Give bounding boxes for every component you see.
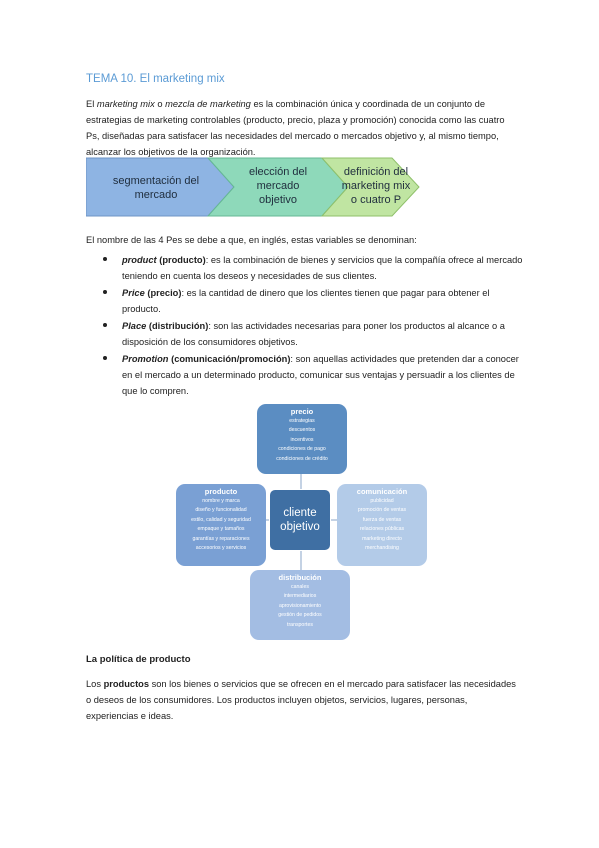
precio-item: descuentos: [288, 427, 316, 434]
center-line-2: objetivo: [280, 521, 320, 533]
producto-item: nombre y marca: [202, 498, 240, 504]
intro-paragraph: El marketing mix o mezcla de marketing e…: [86, 96, 518, 160]
distribucion-box: distribución canales intermediarios apro…: [250, 570, 350, 640]
chevron-eleccion: elección del mercado objetivo: [206, 157, 349, 217]
chevron-3-line2: marketing mix: [342, 180, 411, 192]
bullet-icon: [103, 290, 107, 294]
process-chevrons: segmentación del mercado elección del me…: [86, 157, 420, 217]
intro-text-2: o: [154, 99, 166, 109]
chevron-2-line3: objetivo: [259, 194, 297, 206]
chevron-1-line1: segmentación del: [113, 175, 199, 187]
term-price-es: precio: [150, 288, 179, 298]
comunicacion-item: promoción de ventas: [357, 507, 407, 514]
term-promotion: Promotion: [122, 354, 169, 364]
precio-title: precio: [290, 407, 314, 416]
desc-product: : es la combinación de bienes y servicio…: [122, 255, 523, 281]
term-promotion-es: comunicación/promoción: [174, 354, 288, 364]
precio-item: condiciones de pago: [278, 446, 326, 453]
precio-item: condiciones de crédito: [276, 455, 328, 462]
bullet-icon: [103, 257, 107, 261]
desc-promotion: : son aquellas actividades que pretenden…: [122, 354, 519, 396]
comunicacion-item: marketing directo: [362, 535, 402, 542]
chevron-segmentacion: segmentación del mercado: [86, 157, 235, 217]
term-product-es: producto: [162, 255, 203, 265]
distribucion-item: aprovisionamiento: [278, 602, 322, 609]
page-title: TEMA 10. El marketing mix: [86, 73, 225, 85]
center-line-1: cliente: [283, 507, 317, 519]
chevron-1-shape: [86, 157, 235, 217]
distribucion-title: distribución: [278, 573, 322, 582]
producto-item: accesorios y servicios: [195, 545, 247, 552]
names-intro-paragraph: El nombre de las 4 Pes se debe a que, en…: [86, 235, 417, 245]
chevron-3-line3: o cuatro P: [351, 194, 401, 206]
chevron-definicion: definición del marketing mix o cuatro P: [320, 157, 420, 217]
intro-term-marketing-mix: marketing mix: [96, 99, 155, 109]
comunicacion-box: comunicación publicidad promoción de ven…: [337, 484, 427, 566]
section-title: La política de producto: [86, 654, 191, 665]
precio-box: precio estrategias descuentos incentivos…: [257, 404, 347, 474]
chevron-2-line2: mercado: [257, 180, 300, 192]
term-place: Place: [122, 321, 147, 331]
comunicacion-item: relaciones públicas: [359, 526, 405, 533]
list-item-price: Price (precio): es la cantidad de dinero…: [86, 285, 526, 317]
closing-term-productos: productos: [103, 679, 150, 689]
closing-text-2: son los bienes o servicios que se ofrece…: [86, 679, 516, 721]
distribucion-item: gestión de pedidos: [278, 612, 322, 619]
distribucion-item: transportes: [287, 621, 313, 628]
list-item-promotion: Promotion (comunicación/promoción): son …: [86, 351, 526, 399]
comunicacion-item: publicidad: [370, 498, 394, 504]
list-item-product: product (producto): es la combinación de…: [86, 252, 526, 284]
precio-item: estrategias: [289, 418, 315, 424]
bullet-icon: [103, 356, 107, 360]
producto-paragraph: Los productos son los bienes o servicios…: [86, 676, 518, 724]
comunicacion-item: fuerza de ventas: [362, 516, 402, 523]
intro-text-1: El: [86, 99, 97, 109]
four-p-list: product (producto): es la combinación de…: [86, 252, 526, 400]
chevron-3-line1: definición del: [344, 166, 408, 178]
chevron-2-line1: elección del: [249, 166, 307, 178]
producto-item: estilo, calidad y seguridad: [191, 516, 251, 523]
distribucion-item: intermediarios: [283, 593, 317, 600]
list-item-place: Place (distribución): son las actividade…: [86, 318, 526, 350]
chevron-3-shape: [320, 157, 420, 217]
chevron-1-line2: mercado: [135, 189, 178, 201]
comunicacion-title: comunicación: [356, 487, 408, 496]
bullet-icon: [103, 323, 107, 327]
marketing-mix-diagram: precio estrategias descuentos incentivos…: [174, 404, 428, 640]
term-product: product: [122, 255, 157, 265]
intro-text-3: es la combinación única y coordinada de …: [86, 99, 505, 157]
producto-item: garantías y reparaciones: [192, 535, 250, 542]
desc-place: : son las actividades necesarias para po…: [122, 321, 505, 347]
distribucion-item: canales: [291, 584, 309, 590]
cliente-objetivo-box: cliente objetivo: [269, 489, 331, 551]
producto-item: empaque y tamaños: [197, 526, 245, 533]
producto-title: producto: [204, 487, 238, 496]
term-price: Price: [122, 288, 145, 298]
closing-text-1: Los: [86, 679, 104, 689]
intro-term-mezcla: mezcla de marketing: [165, 99, 251, 109]
precio-item: incentivos: [290, 436, 314, 443]
desc-price: : es la cantidad de dinero que los clien…: [122, 288, 490, 314]
comunicacion-item: merchandising: [365, 545, 399, 552]
term-place-es: distribución: [152, 321, 206, 331]
producto-item: diseño y funcionalidad: [195, 507, 247, 514]
producto-box: producto nombre y marca diseño y funcion…: [176, 484, 266, 566]
